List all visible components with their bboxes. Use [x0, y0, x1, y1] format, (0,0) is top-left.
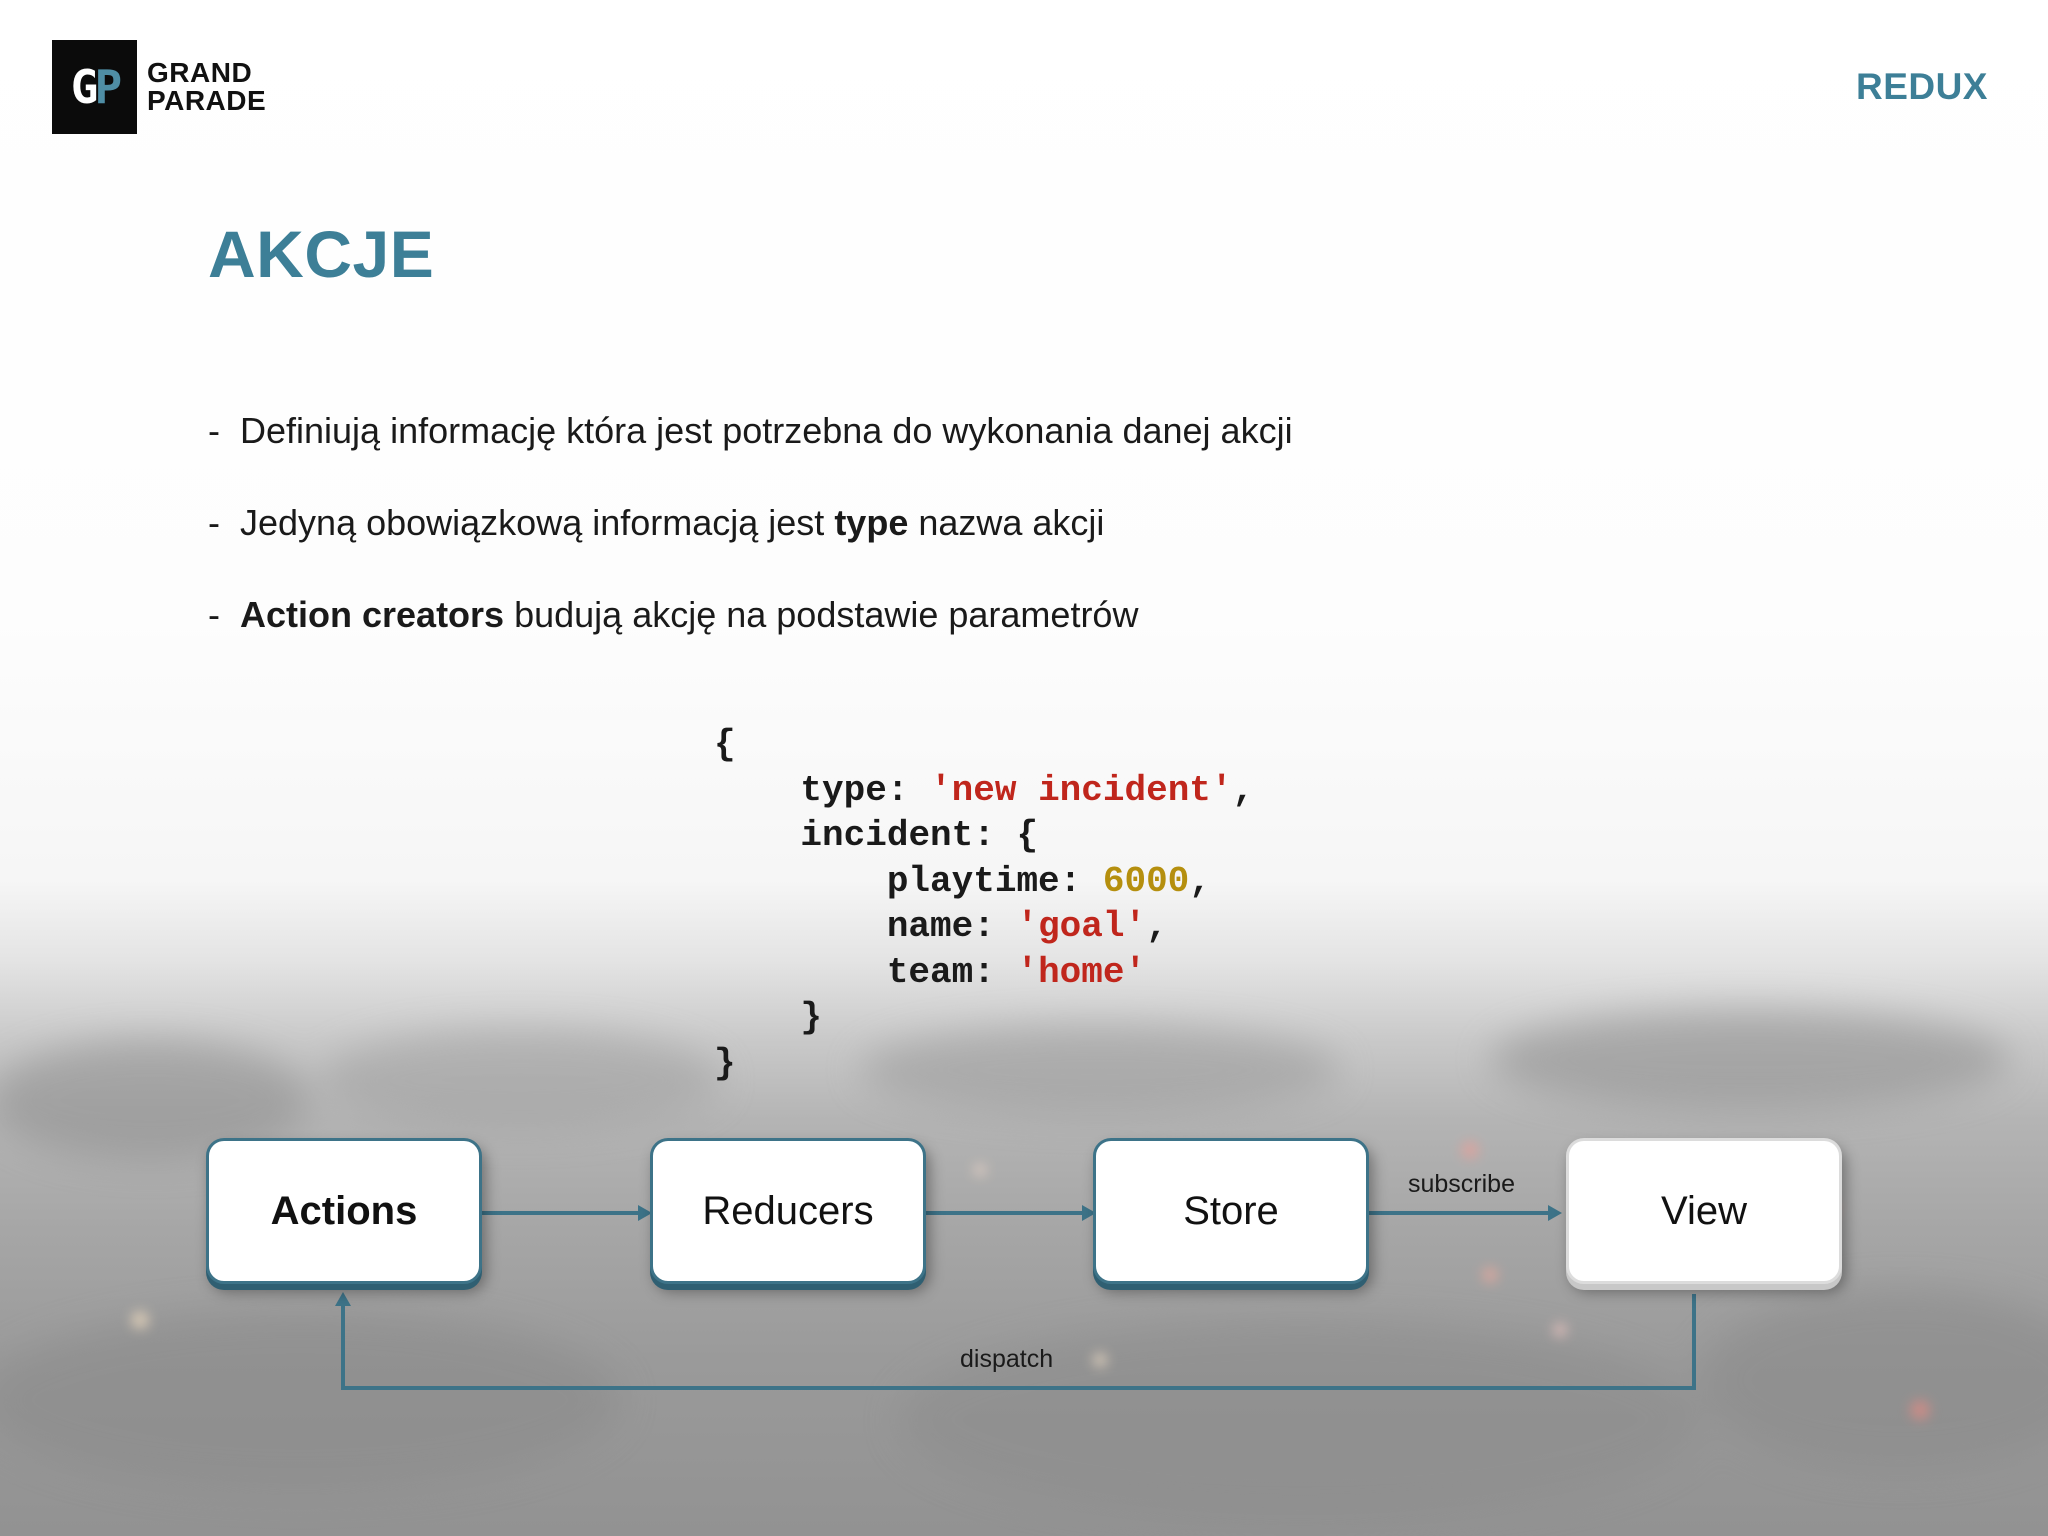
- node-reducers: Reducers: [650, 1138, 926, 1284]
- code-type-value: 'new incident': [930, 769, 1233, 811]
- bullet-text-bold: Action creators: [240, 594, 505, 635]
- arrow-view-to-actions: [341, 1294, 1696, 1390]
- bullet-dash: -: [208, 594, 220, 635]
- code-playtime-key: playtime: [886, 860, 1060, 902]
- code-close-brace: }: [714, 1042, 736, 1084]
- code-open-brace: {: [714, 724, 736, 765]
- code-team-value: 'home': [1016, 951, 1147, 993]
- bullet-dash: -: [208, 410, 220, 451]
- slide-title: AKCJE: [208, 217, 435, 291]
- code-type-key: type: [800, 769, 887, 811]
- logo-mark-g: G: [70, 60, 99, 114]
- section-label: REDUX: [1855, 66, 1988, 107]
- arrowhead-actions: [335, 1292, 351, 1306]
- logo-line-1: GRAND: [147, 57, 253, 88]
- code-name-value: 'goal': [1016, 906, 1147, 947]
- bullet-dash: -: [208, 502, 220, 543]
- logo-line-2: PARADE: [147, 85, 267, 116]
- bullet-text-post: budują akcję na podstawie parametrów: [504, 594, 1139, 635]
- bullet-text: Definiują informację która jest potrzebn…: [240, 410, 1293, 451]
- code-playtime-value: 6000: [1102, 860, 1190, 902]
- edge-label-subscribe: subscribe: [1408, 1170, 1515, 1198]
- logo-mark-p: P: [94, 60, 123, 114]
- bullet-text: Action creators budują akcję na podstawi…: [240, 594, 1138, 636]
- arrowhead-reducers: [638, 1205, 652, 1221]
- bullet-list: - Definiują informację która jest potrze…: [208, 410, 1293, 686]
- code-inner-close-brace: }: [800, 997, 823, 1038]
- edge-label-dispatch: dispatch: [960, 1345, 1054, 1373]
- bullet-text-post: nazwa akcji: [908, 502, 1105, 543]
- code-incident-key: incident: [800, 815, 974, 856]
- bullet-item: - Jedyną obowiązkową informacją jest typ…: [208, 502, 1293, 594]
- node-store: Store: [1093, 1138, 1369, 1284]
- logo-wordmark: GRAND PARADE: [147, 59, 266, 115]
- code-example: { type: 'new incident', incident: { play…: [714, 724, 1255, 1084]
- arrowhead-view: [1548, 1205, 1562, 1221]
- bullet-text: Jedyną obowiązkową informacją jest type …: [240, 502, 1104, 544]
- bullet-item: - Definiują informację która jest potrze…: [208, 410, 1293, 502]
- arrowhead-store: [1082, 1205, 1096, 1221]
- code-name-key: name: [886, 906, 974, 947]
- bullet-text-pre: Jedyną obowiązkową informacją jest: [240, 502, 835, 543]
- node-view: View: [1566, 1138, 1842, 1284]
- node-actions: Actions: [206, 1138, 482, 1284]
- bullet-text-bold: type: [834, 502, 909, 543]
- bullet-item: - Action creators budują akcję na podsta…: [208, 594, 1293, 686]
- code-team-key: team: [886, 951, 974, 993]
